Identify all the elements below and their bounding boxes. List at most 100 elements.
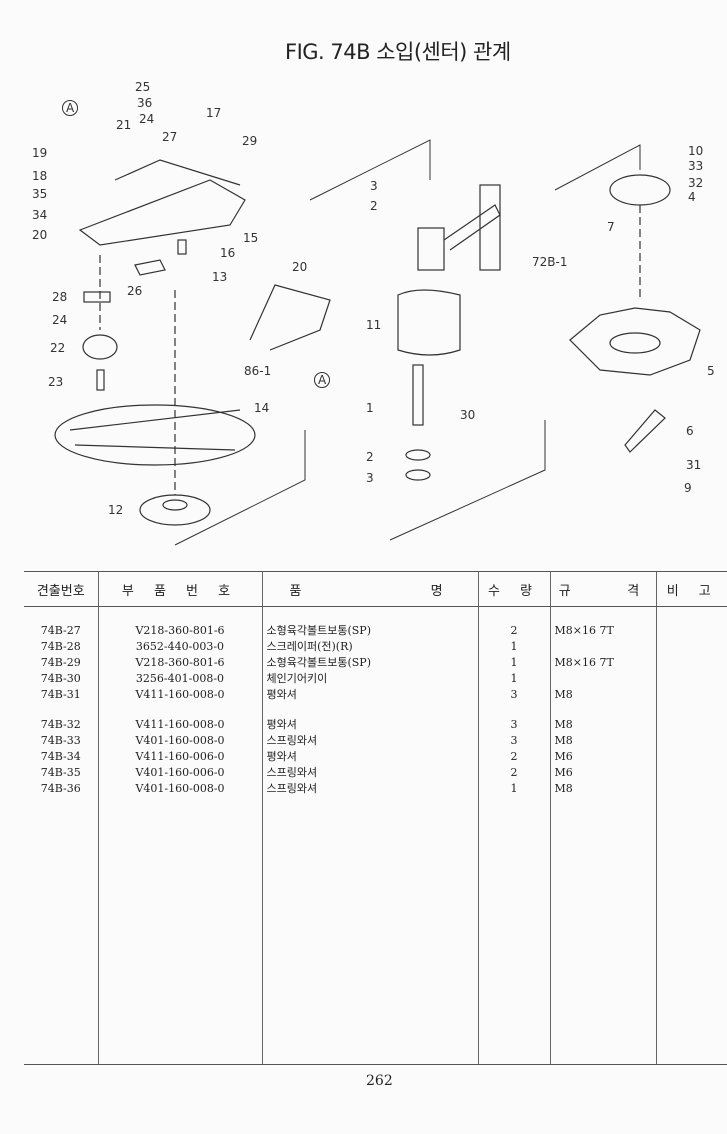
spec-cell: M8: [549, 732, 656, 748]
remarks-cell: [655, 780, 727, 796]
name-cell: 평와셔: [261, 686, 478, 702]
bracket-26: [134, 259, 166, 276]
name-cell: 스프링와셔: [261, 732, 478, 748]
ref-cell: 74B-29: [40, 655, 81, 669]
name-cell: 스프링와셔: [261, 780, 478, 796]
part-number-cell: V401-160-008-0: [97, 732, 262, 748]
part-number-cell: 3652-440-003-0: [97, 638, 262, 654]
qty-cell: 1: [477, 654, 550, 670]
table-row: 74B-36 V401-160-008-0 스프링와셔 1 M8: [24, 780, 727, 796]
ref-cell: 74B-35: [40, 765, 81, 779]
blade-6: [624, 409, 666, 453]
callout-label: 34: [32, 208, 48, 222]
table-row: 74B-35 V401-160-006-0 스프링와셔 2 M6: [24, 764, 727, 780]
ref-cell: 74B-36: [40, 781, 81, 795]
name-cell: 평와셔: [261, 748, 478, 764]
scraper-plate: [78, 179, 246, 246]
ref-cell: 74B-31: [40, 687, 81, 701]
remarks-cell: [655, 764, 727, 780]
callout-label: 32: [688, 176, 704, 190]
callout-label: 20: [292, 260, 308, 274]
part-number-cell: V401-160-006-0: [97, 764, 262, 780]
part-number-cell: V411-160-008-0: [97, 686, 262, 702]
remarks-cell: [655, 622, 727, 638]
qty-cell: 3: [477, 716, 550, 732]
spec-cell: M8: [549, 716, 656, 732]
remarks-cell: [655, 686, 727, 702]
callout-label: 3: [366, 471, 374, 485]
spec-cell: M6: [549, 764, 656, 780]
callout-label: 14: [254, 401, 270, 415]
callout-label: 21: [116, 118, 132, 132]
part-number-cell: V411-160-006-0: [97, 748, 262, 764]
callout-label: 7: [607, 220, 615, 234]
callout-label: 10: [688, 144, 704, 158]
spec-cell: [549, 638, 656, 654]
spec-cell: M8: [549, 780, 656, 796]
part-number-cell: V401-160-008-0: [97, 780, 262, 796]
col-spec: 규 격: [549, 571, 656, 607]
table-row: 74B-27 V218-360-801-6 소형육각볼트보통(SP) 2 M8×…: [24, 622, 727, 638]
frame-86-1: [249, 284, 331, 351]
callout-label: 20: [32, 228, 48, 242]
callout-label: 22: [50, 341, 66, 355]
callout-label: 18: [32, 169, 48, 183]
table-row: 74B-28 3652-440-003-0 스크레이퍼(전)(R) 1: [24, 638, 727, 654]
table-row: 74B-33 V401-160-008-0 스프링와셔 3 M8: [24, 732, 727, 748]
qty-cell: 2: [477, 764, 550, 780]
callout-label: 24: [52, 313, 68, 327]
washer-3: [405, 469, 431, 481]
shaft-23: [96, 369, 105, 391]
name-cell: 스프링와셔: [261, 764, 478, 780]
callout-label: 9: [684, 481, 692, 495]
ref-cell: 74B-34: [40, 749, 81, 763]
figure-title: FIG. 74B 소입(센터) 관계: [285, 40, 511, 64]
col-remarks: 비 고: [655, 571, 727, 607]
col-name: 품 명: [261, 571, 478, 607]
part-number-cell: V218-360-801-6: [97, 622, 262, 638]
callout-label: 12: [108, 503, 124, 517]
arm: [443, 204, 501, 251]
name-cell: 평와셔: [261, 716, 478, 732]
exploded-parts-diagram: [54, 139, 701, 546]
callout-label: 33: [688, 159, 704, 173]
star-wheel-5: [569, 307, 701, 376]
qty-cell: 2: [477, 748, 550, 764]
callout-label: 28: [52, 290, 68, 304]
callout-label: 16: [220, 246, 236, 260]
bushing: [177, 239, 187, 255]
callout-label: 72B-1: [532, 255, 568, 269]
callout-label: 4: [688, 190, 696, 204]
callout-label: 5: [707, 364, 715, 378]
callout-label: 24: [139, 112, 155, 126]
qty-cell: 3: [477, 686, 550, 702]
spec-cell: M8: [549, 686, 656, 702]
callout-label: 29: [242, 134, 258, 148]
remarks-cell: [655, 716, 727, 732]
callout-label: 27: [162, 130, 178, 144]
gear-4: [609, 174, 671, 206]
qty-cell: 3: [477, 732, 550, 748]
col-ref: 견출번호: [24, 571, 98, 607]
table-row: 74B-30 3256-401-008-0 체인기어키이 1: [24, 670, 727, 686]
callout-label: 31: [686, 458, 702, 472]
table-row: 74B-31 V411-160-008-0 평와셔 3 M8: [24, 686, 727, 702]
remarks-cell: [655, 638, 727, 654]
callout-label: 36: [137, 96, 153, 110]
scraper-arm: [114, 159, 241, 186]
chain-guide: [69, 409, 241, 451]
qty-cell: 1: [477, 780, 550, 796]
part-number-cell: V411-160-008-0: [97, 716, 262, 732]
table-row: 74B-32 V411-160-008-0 평와셔 3 M8: [24, 716, 727, 732]
spec-cell: M8×16 7T: [549, 654, 656, 670]
callout-label: 11: [366, 318, 382, 332]
callout-label: 26: [127, 284, 143, 298]
col-qty: 수 량: [477, 571, 550, 607]
reference-mark-a: A: [62, 100, 79, 116]
spec-cell: M6: [549, 748, 656, 764]
ref-cell: 74B-30: [40, 671, 81, 685]
spec-cell: M8×16 7T: [549, 622, 656, 638]
remarks-cell: [655, 732, 727, 748]
name-cell: 스크레이퍼(전)(R): [261, 638, 478, 654]
